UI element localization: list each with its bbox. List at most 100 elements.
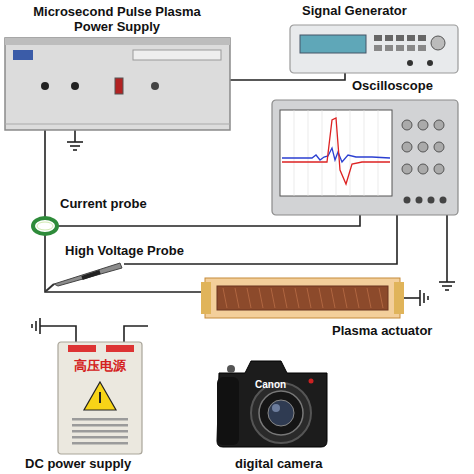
device-body	[58, 342, 142, 454]
control-knob	[418, 120, 428, 130]
equipment-label: Oscilloscope	[352, 78, 462, 93]
key-button	[374, 45, 382, 51]
equipment-drawing	[5, 38, 230, 130]
discharge-streak	[247, 288, 251, 308]
power-switch	[115, 78, 123, 94]
key-button	[407, 35, 415, 41]
signal-cable	[230, 73, 345, 80]
current-trace	[282, 148, 390, 162]
screen-grid	[322, 110, 323, 196]
spec-line	[72, 442, 128, 445]
camera-grip	[217, 377, 239, 445]
key-button	[396, 45, 404, 51]
signal-cable	[45, 234, 205, 292]
discharge-streak	[283, 288, 287, 308]
equipment-drawing	[215, 355, 330, 450]
equipment-drawing	[33, 218, 57, 234]
ground-symbol	[439, 281, 455, 283]
discharge-streak	[367, 288, 371, 308]
key-button	[418, 45, 426, 51]
control-knob	[151, 82, 159, 90]
key-button	[407, 45, 415, 51]
control-knob	[402, 142, 412, 152]
equipment-label: Signal Generator	[302, 3, 452, 18]
key-button	[385, 45, 393, 51]
equipment-label: Plasma actuator	[332, 323, 452, 338]
equipment-node: Current probe	[33, 218, 57, 234]
signal-cable	[44, 130, 46, 218]
screen-grid	[378, 110, 379, 196]
equipment-label: DC power supply	[25, 456, 175, 471]
input-port	[416, 197, 423, 204]
device-top	[5, 38, 230, 45]
discharge-streak	[235, 288, 239, 308]
ground-wire	[40, 326, 76, 342]
spec-line	[72, 418, 128, 421]
ground-wire	[74, 130, 76, 142]
equipment-drawing	[205, 278, 400, 318]
equipment-node: Plasma actuator	[205, 278, 400, 318]
key-button	[385, 35, 393, 41]
discharge-streak	[307, 288, 311, 308]
spec-line	[72, 430, 128, 433]
key-button	[396, 35, 404, 41]
equipment-label: Current probe	[60, 196, 190, 211]
probe-grip	[82, 272, 100, 278]
device-body	[272, 100, 458, 215]
probe-ring	[33, 218, 57, 234]
lens-glass	[268, 400, 294, 426]
ground-symbol	[67, 141, 83, 143]
bnc-port	[427, 60, 433, 66]
ground-symbol	[419, 290, 421, 306]
equipment-drawing	[52, 262, 124, 286]
ground-symbol	[70, 145, 80, 147]
lens-barrel	[251, 383, 311, 443]
probe-body	[54, 263, 122, 286]
discharge-streak	[355, 288, 359, 308]
signal-cable	[57, 215, 360, 226]
input-port	[404, 197, 411, 204]
ground-symbol	[73, 149, 77, 151]
warning-triangle	[84, 382, 116, 410]
control-knob	[402, 120, 412, 130]
lens-ring	[259, 391, 303, 435]
discharge-streak	[379, 288, 383, 308]
ground-symbol	[39, 318, 41, 334]
equipment-node: Microsecond Pulse Plasma Power Supply	[5, 38, 230, 130]
key-button	[418, 35, 426, 41]
discharge-streak	[343, 288, 347, 308]
ground-symbol	[31, 324, 33, 328]
control-knob	[402, 164, 412, 174]
input-port	[428, 197, 435, 204]
discharge-streak	[295, 288, 299, 308]
panel-edge	[5, 124, 230, 125]
camera-body	[217, 361, 327, 447]
ground-symbol	[427, 296, 429, 300]
voltage-trace	[282, 118, 390, 184]
warning-mark	[99, 392, 101, 403]
probe-tip	[46, 284, 54, 291]
supply-wire	[124, 326, 148, 342]
discharge-streak	[223, 288, 227, 308]
equipment-label: digital camera	[235, 456, 385, 471]
control-knob	[434, 120, 444, 130]
equipment-drawing	[290, 25, 458, 73]
output-socket	[41, 82, 49, 90]
bnc-port	[407, 60, 413, 66]
probe-ring-inner	[37, 222, 53, 230]
equipment-label: High Voltage Probe	[65, 243, 215, 258]
discharge-streak	[319, 288, 323, 308]
terminal-block	[68, 345, 96, 352]
input-port	[440, 197, 447, 204]
equipment-node: 高压电源DC power supply	[58, 342, 142, 454]
electrode-tab	[394, 282, 404, 314]
equipment-node: Signal Generator	[290, 25, 458, 73]
equipment-label: Canon	[255, 377, 305, 392]
equipment-drawing	[272, 100, 458, 215]
screen-grid	[294, 110, 295, 196]
ground-symbol	[35, 321, 37, 331]
output-socket	[71, 82, 79, 90]
key-button	[374, 35, 382, 41]
